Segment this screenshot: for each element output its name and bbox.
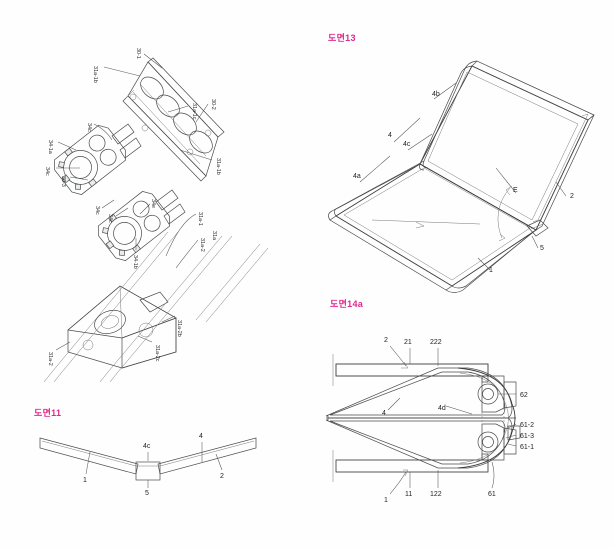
svg-text:30-3: 30-3 (60, 176, 66, 187)
figure-13-title: 도면13 (328, 33, 356, 43)
svg-text:122: 122 (430, 491, 442, 498)
svg-text:222: 222 (430, 339, 442, 346)
svg-text:31a-1c: 31a-1c (191, 103, 197, 120)
gear-cluster-upper-34-1a (54, 123, 142, 195)
hinge-module-5 (526, 219, 549, 237)
svg-text:31a-2b: 31a-2b (176, 320, 182, 337)
svg-text:61-3: 61-3 (520, 433, 534, 440)
svg-text:31a: 31a (211, 231, 217, 240)
svg-text:34c: 34c (44, 167, 50, 176)
svg-text:34e: 34e (150, 199, 156, 208)
svg-text:31a-1: 31a-1 (197, 212, 203, 226)
svg-text:30-1: 30-1 (135, 48, 141, 59)
figure-14a-hinge-cross-section: 2 21 222 62 4 4d 61-2 61-3 61-1 1 11 122… (320, 320, 614, 515)
bend-radius-4d (457, 367, 516, 469)
center-hinge-block-5 (135, 461, 161, 481)
svg-text:34-1b: 34-1b (132, 255, 138, 269)
svg-text:30-2: 30-2 (210, 99, 216, 110)
fold-angle-indicator-E (497, 185, 513, 242)
leader-lines-fig14a (387, 345, 517, 495)
svg-text:21: 21 (404, 339, 412, 346)
svg-text:5: 5 (145, 490, 149, 497)
svg-text:4: 4 (388, 132, 392, 139)
bracket-plate-30-2 (122, 57, 225, 182)
lower-display-panel-1 (328, 160, 537, 293)
figure-11-title: 도면11 (34, 408, 62, 418)
svg-text:31a-2c: 31a-2c (154, 345, 160, 362)
figure-13-open-foldable-device: 4b 4 4c 4a E 2 5 1 (320, 48, 614, 293)
svg-text:2: 2 (570, 193, 574, 200)
svg-text:4b: 4b (432, 91, 440, 98)
svg-text:4: 4 (199, 433, 203, 440)
right-panel-arm-2 (157, 437, 257, 475)
leader-lines-fig13 (359, 82, 567, 271)
svg-text:34c: 34c (86, 123, 92, 132)
base-block-31a-2 (67, 285, 177, 369)
display-panel-lower-122 (325, 417, 513, 469)
leader-lines-fig11 (85, 442, 223, 488)
svg-text:31a-1b: 31a-1b (92, 66, 98, 83)
svg-text:1: 1 (384, 497, 388, 504)
svg-text:4d: 4d (438, 405, 446, 412)
svg-text:2: 2 (220, 473, 224, 480)
labels-fig14a: 2 21 222 62 4 4d 61-2 61-3 61-1 1 11 122… (382, 337, 534, 504)
svg-text:62: 62 (520, 392, 528, 399)
svg-text:34-1a: 34-1a (47, 140, 53, 154)
labels-fig12: 30-1 31a-1b 31a-1c 30-2 31a-1b 34c 34-1a… (44, 48, 221, 366)
svg-text:31a-2: 31a-2 (199, 238, 205, 252)
alignment-rails (43, 231, 269, 383)
figure-11-folded-panel-side-view: 1 4c 4 2 5 (20, 418, 290, 508)
svg-text:34c: 34c (107, 214, 113, 223)
figure-12-exploded-hinge-assembly: 30-1 31a-1b 31a-1c 30-2 31a-1b 34c 34-1a… (0, 0, 300, 390)
svg-text:1: 1 (489, 267, 493, 274)
svg-text:11: 11 (405, 491, 412, 498)
svg-text:61: 61 (488, 491, 496, 498)
svg-text:E: E (513, 187, 518, 194)
labels-fig11: 1 4c 4 2 5 (83, 433, 224, 497)
svg-text:4c: 4c (143, 443, 151, 450)
upper-display-panel-2 (419, 60, 595, 231)
leader-lines-fig12 (55, 53, 213, 351)
svg-text:4a: 4a (353, 173, 361, 180)
svg-text:31a-2: 31a-2 (47, 352, 53, 366)
labels-fig13: 4b 4 4c 4a E 2 5 1 (353, 91, 574, 274)
svg-text:31a-1b: 31a-1b (215, 158, 221, 175)
svg-text:34c: 34c (94, 206, 100, 215)
svg-text:2: 2 (384, 337, 388, 344)
svg-text:61-2: 61-2 (520, 422, 534, 429)
svg-text:1: 1 (83, 477, 87, 484)
gear-cluster-lower-34-1b (98, 189, 186, 261)
svg-text:61-1: 61-1 (520, 444, 534, 451)
display-panel-upper-222 (325, 367, 513, 419)
svg-text:4: 4 (382, 410, 386, 417)
figure-14a-title: 도면14a (330, 299, 364, 309)
svg-text:4c: 4c (403, 141, 411, 148)
svg-text:5: 5 (540, 245, 544, 252)
